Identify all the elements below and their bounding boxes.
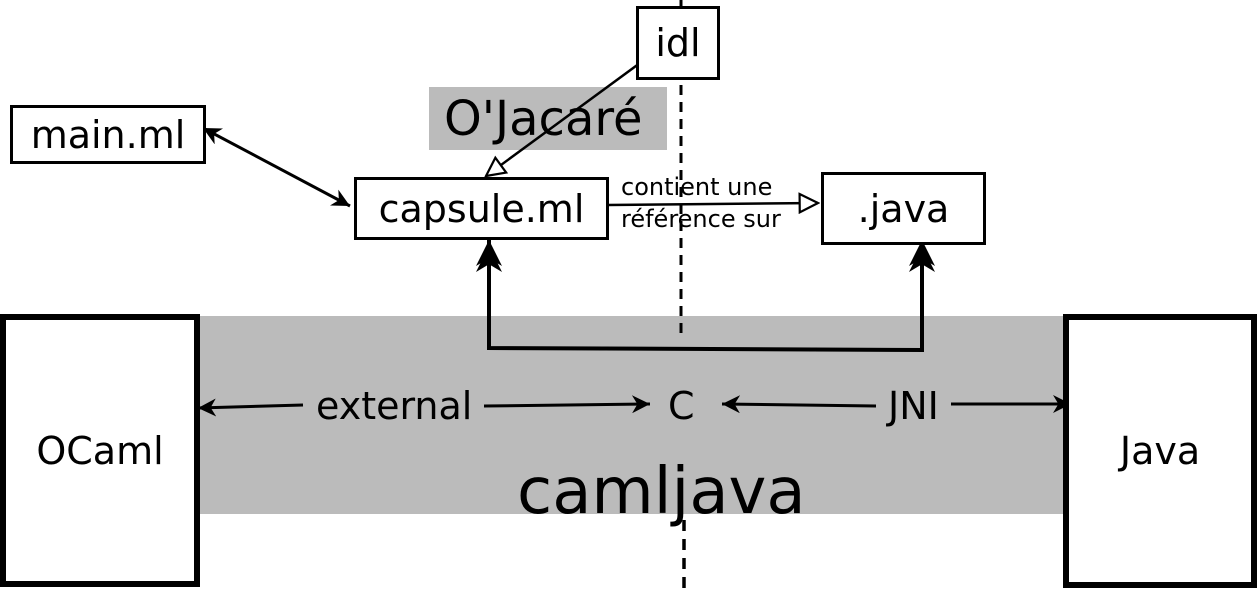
java-file-label: .java: [857, 186, 950, 231]
external-right-arrow: [483, 395, 651, 414]
reference-label-line1: contient une: [621, 173, 773, 201]
camljava-label: camljava: [517, 455, 806, 529]
main-ml-box: main.ml: [10, 105, 206, 164]
java-file-box: .java: [821, 172, 986, 245]
camljava-generates-connector: [476, 246, 935, 353]
jni-label: JNI: [888, 384, 939, 428]
idl-capsule-arrow: [486, 61, 641, 176]
external-label: external: [316, 384, 473, 428]
idl-label: idl: [655, 21, 701, 65]
java-box: Java: [1063, 314, 1257, 588]
main-capsule-arrow: [202, 126, 351, 208]
main-ml-label: main.ml: [30, 112, 186, 157]
c-label: C: [668, 384, 695, 428]
idl-box: idl: [636, 6, 720, 80]
ocaml-box: OCaml: [0, 314, 200, 587]
jni-left-arrow: [721, 395, 877, 414]
reference-arrow: [606, 203, 818, 205]
external-left-arrow: [197, 398, 304, 417]
java-label: Java: [1119, 429, 1201, 473]
capsule-ml-label: capsule.ml: [378, 186, 585, 231]
ocaml-label: OCaml: [36, 428, 164, 473]
ojacare-band: [429, 87, 667, 150]
ojacare-label: O'Jacaré: [444, 91, 643, 147]
capsule-ml-box: capsule.ml: [354, 177, 609, 240]
reference-label-line2: référence sur: [621, 205, 781, 233]
